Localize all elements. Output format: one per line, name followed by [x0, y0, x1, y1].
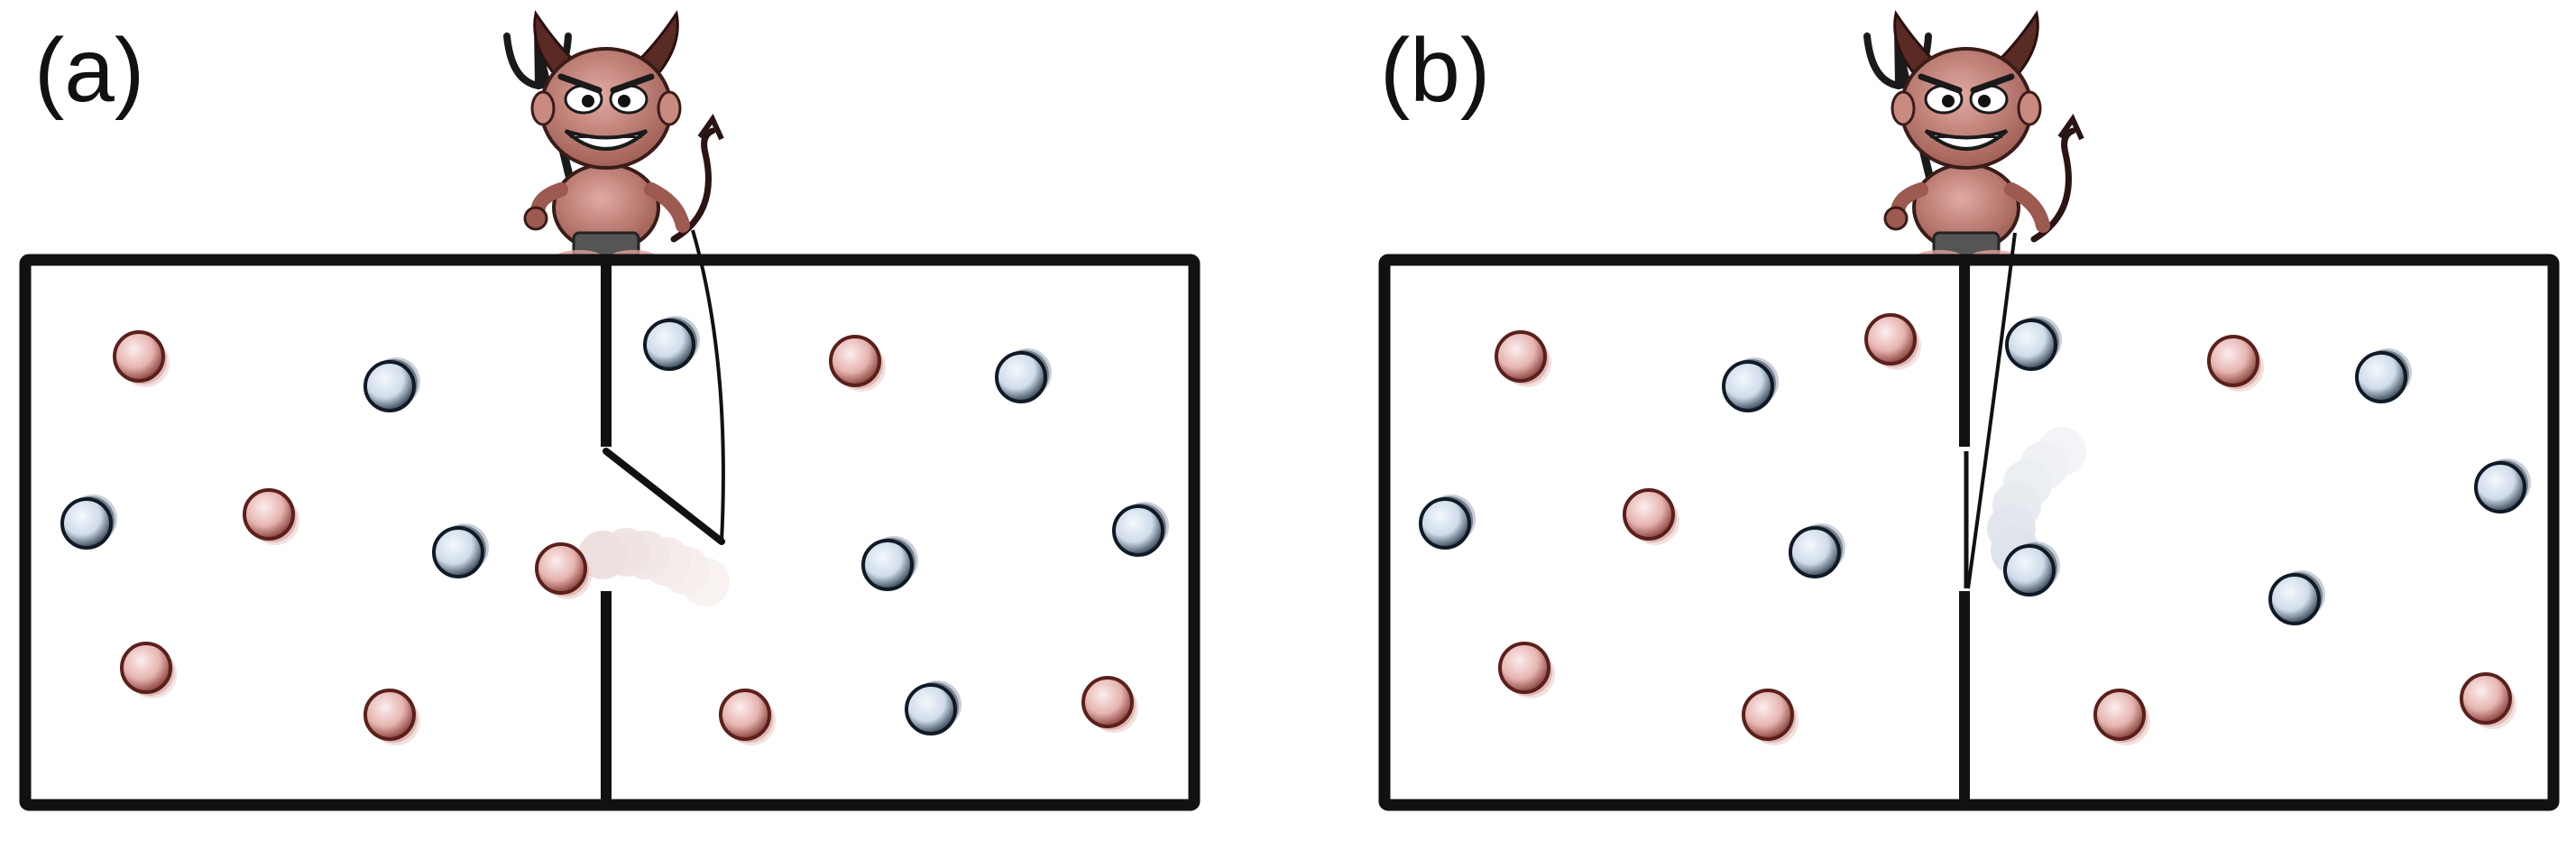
red-molecule: [1495, 330, 1553, 389]
trapdoor-string: [691, 229, 725, 542]
blue-molecule: [2268, 569, 2327, 625]
blue-molecule: [1419, 493, 1477, 550]
red-molecule: [2460, 672, 2518, 731]
motion-trail: [578, 528, 730, 606]
red-molecule: [243, 488, 301, 547]
panel-a-label: (a): [34, 20, 145, 121]
red-molecule: [719, 689, 777, 747]
trapdoor-open: [603, 448, 725, 545]
container-outline: [19, 254, 1201, 811]
blue-molecule: [60, 493, 119, 550]
demon-icon: [1867, 14, 2082, 264]
panel-a: [19, 14, 1201, 811]
blue-molecule: [995, 347, 1053, 403]
blue-molecule: [2474, 457, 2533, 513]
red-molecule: [1498, 642, 1557, 700]
blue-molecule: [432, 522, 491, 578]
red-molecule: [1864, 313, 1923, 372]
red-molecule: [2207, 335, 2266, 393]
red-molecule: [113, 330, 171, 389]
blue-molecule: [1722, 356, 1780, 412]
trapdoor-string: [1966, 232, 2017, 589]
blue-molecule: [905, 679, 963, 735]
blue-molecule: [643, 314, 702, 371]
demon-icon: [507, 14, 722, 264]
blue-molecule: [2005, 314, 2064, 371]
blue-molecule: [2355, 347, 2414, 403]
blue-molecule: [861, 534, 920, 591]
blue-molecule: [1789, 522, 1847, 578]
red-molecule: [1081, 676, 1140, 735]
red-molecule: [1623, 488, 1681, 547]
motion-trail: [1987, 427, 2086, 575]
blue-molecule: [363, 356, 422, 412]
red-molecule: [1742, 689, 1800, 747]
blue-molecule: [1112, 500, 1171, 557]
panel-b: [1378, 14, 2560, 811]
red-molecule: [829, 335, 888, 393]
red-molecule: [363, 689, 422, 747]
red-molecule: [120, 642, 179, 700]
red-molecule: [2093, 689, 2152, 747]
panel-b-label: (b): [1380, 20, 1491, 121]
container-outline: [1378, 254, 2560, 811]
